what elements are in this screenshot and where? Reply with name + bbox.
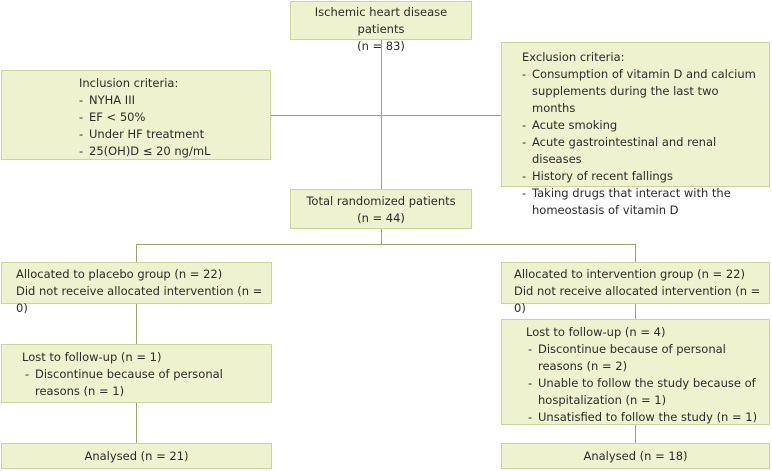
criteria-item: -Discontinue because of personal reasons…	[528, 341, 761, 375]
bullet-dash: -	[25, 367, 30, 381]
exclusion-list: -Consumption of vitamin D and calcium su…	[522, 66, 761, 219]
connector-exclusion	[381, 115, 501, 116]
placebo-follow-up-box: Lost to follow-up (n = 1) -Discontinue b…	[1, 344, 272, 403]
criteria-item: -Acute gastrointestinal and renal diseas…	[522, 134, 761, 168]
criteria-item: -Unsatisfied to follow the study (n = 1)	[528, 409, 761, 426]
criteria-item: -NYHA III	[79, 92, 270, 109]
intervention-analysed-box: Analysed (n = 18)	[501, 443, 770, 469]
randomized-count: (n = 44)	[357, 211, 405, 225]
bullet-dash: -	[79, 144, 84, 158]
criteria-item-text: EF < 50%	[89, 110, 146, 124]
criteria-item-text: Unsatisfied to follow the study (n = 1)	[538, 410, 758, 424]
criteria-item: -Acute smoking	[522, 117, 761, 134]
intervention-analysed: Analysed (n = 18)	[583, 449, 688, 463]
bullet-dash: -	[522, 169, 527, 183]
criteria-item-text: Discontinue because of personal reasons …	[538, 342, 726, 373]
placebo-allocation-box: Allocated to placebo group (n = 22) Did …	[1, 262, 272, 315]
bullet-dash: -	[528, 410, 533, 424]
total-patients-count: (n = 83)	[357, 39, 405, 53]
criteria-item: -Under HF treatment	[79, 126, 270, 143]
intervention-allocated: Allocated to intervention group (n = 22)	[514, 267, 745, 281]
connector-inclusion	[271, 115, 381, 116]
criteria-item: -25(OH)D ≤ 20 ng/mL	[79, 143, 270, 160]
connector-branch-left	[136, 244, 137, 262]
criteria-item-text: Taking drugs that interact with the home…	[532, 186, 731, 217]
criteria-item-text: Discontinue because of personal reasons …	[35, 367, 223, 398]
total-patients-title: Ischemic heart disease patients	[314, 5, 448, 36]
criteria-item-text: Under HF treatment	[89, 127, 205, 141]
criteria-item-text: NYHA III	[89, 93, 135, 107]
criteria-item: -Unable to follow the study because of h…	[528, 375, 761, 409]
connector-branch	[136, 244, 636, 245]
inclusion-criteria-box: Inclusion criteria: -NYHA III-EF < 50%-U…	[1, 70, 271, 160]
criteria-item-text: Acute gastrointestinal and renal disease…	[532, 135, 717, 166]
intervention-not-received: Did not receive allocated intervention (…	[514, 284, 761, 315]
criteria-item: -Discontinue because of personal reasons…	[25, 366, 263, 400]
connector-top-to-randomized	[381, 39, 382, 189]
placebo-lost-heading: Lost to follow-up (n = 1)	[22, 350, 162, 364]
placebo-allocated: Allocated to placebo group (n = 22)	[16, 267, 223, 281]
criteria-item-text: Unable to follow the study because of ho…	[538, 376, 756, 407]
bullet-dash: -	[528, 376, 533, 390]
placebo-lost-list: -Discontinue because of personal reasons…	[22, 366, 271, 400]
intervention-lost-heading: Lost to follow-up (n = 4)	[526, 325, 666, 339]
criteria-item: -EF < 50%	[79, 109, 270, 126]
bullet-dash: -	[79, 110, 84, 124]
bullet-dash: -	[522, 186, 527, 200]
criteria-item: -Consumption of vitamin D and calcium su…	[522, 66, 761, 117]
criteria-item: -Taking drugs that interact with the hom…	[522, 185, 761, 219]
criteria-item-text: Acute smoking	[532, 118, 618, 132]
inclusion-heading: Inclusion criteria:	[79, 76, 179, 90]
criteria-item-text: Consumption of vitamin D and calcium sup…	[532, 67, 756, 115]
inclusion-list: -NYHA III-EF < 50%-Under HF treatment-25…	[79, 92, 270, 160]
bullet-dash: -	[79, 93, 84, 107]
connector-branch-right	[635, 244, 636, 262]
bullet-dash: -	[528, 342, 533, 356]
bullet-dash: -	[522, 135, 527, 149]
criteria-item-text: History of recent fallings	[532, 169, 673, 183]
bullet-dash: -	[522, 67, 527, 81]
placebo-not-received: Did not receive allocated intervention (…	[16, 284, 263, 315]
criteria-item: -History of recent fallings	[522, 168, 761, 185]
exclusion-criteria-box: Exclusion criteria: -Consumption of vita…	[501, 42, 770, 217]
criteria-item-text: 25(OH)D ≤ 20 ng/mL	[89, 144, 211, 158]
intervention-allocation-box: Allocated to intervention group (n = 22)…	[501, 262, 770, 315]
placebo-analysed: Analysed (n = 21)	[84, 449, 189, 463]
randomized-title: Total randomized patients	[306, 194, 456, 208]
randomized-box: Total randomized patients (n = 44)	[290, 189, 472, 229]
connector-randomized-down	[381, 228, 382, 245]
exclusion-heading: Exclusion criteria:	[522, 50, 625, 64]
intervention-lost-list: -Discontinue because of personal reasons…	[526, 341, 761, 426]
intervention-follow-up-box: Lost to follow-up (n = 4) -Discontinue b…	[501, 319, 770, 425]
bullet-dash: -	[79, 127, 84, 141]
bullet-dash: -	[522, 118, 527, 132]
placebo-analysed-box: Analysed (n = 21)	[1, 443, 272, 469]
total-patients-box: Ischemic heart disease patients (n = 83)	[290, 1, 472, 53]
